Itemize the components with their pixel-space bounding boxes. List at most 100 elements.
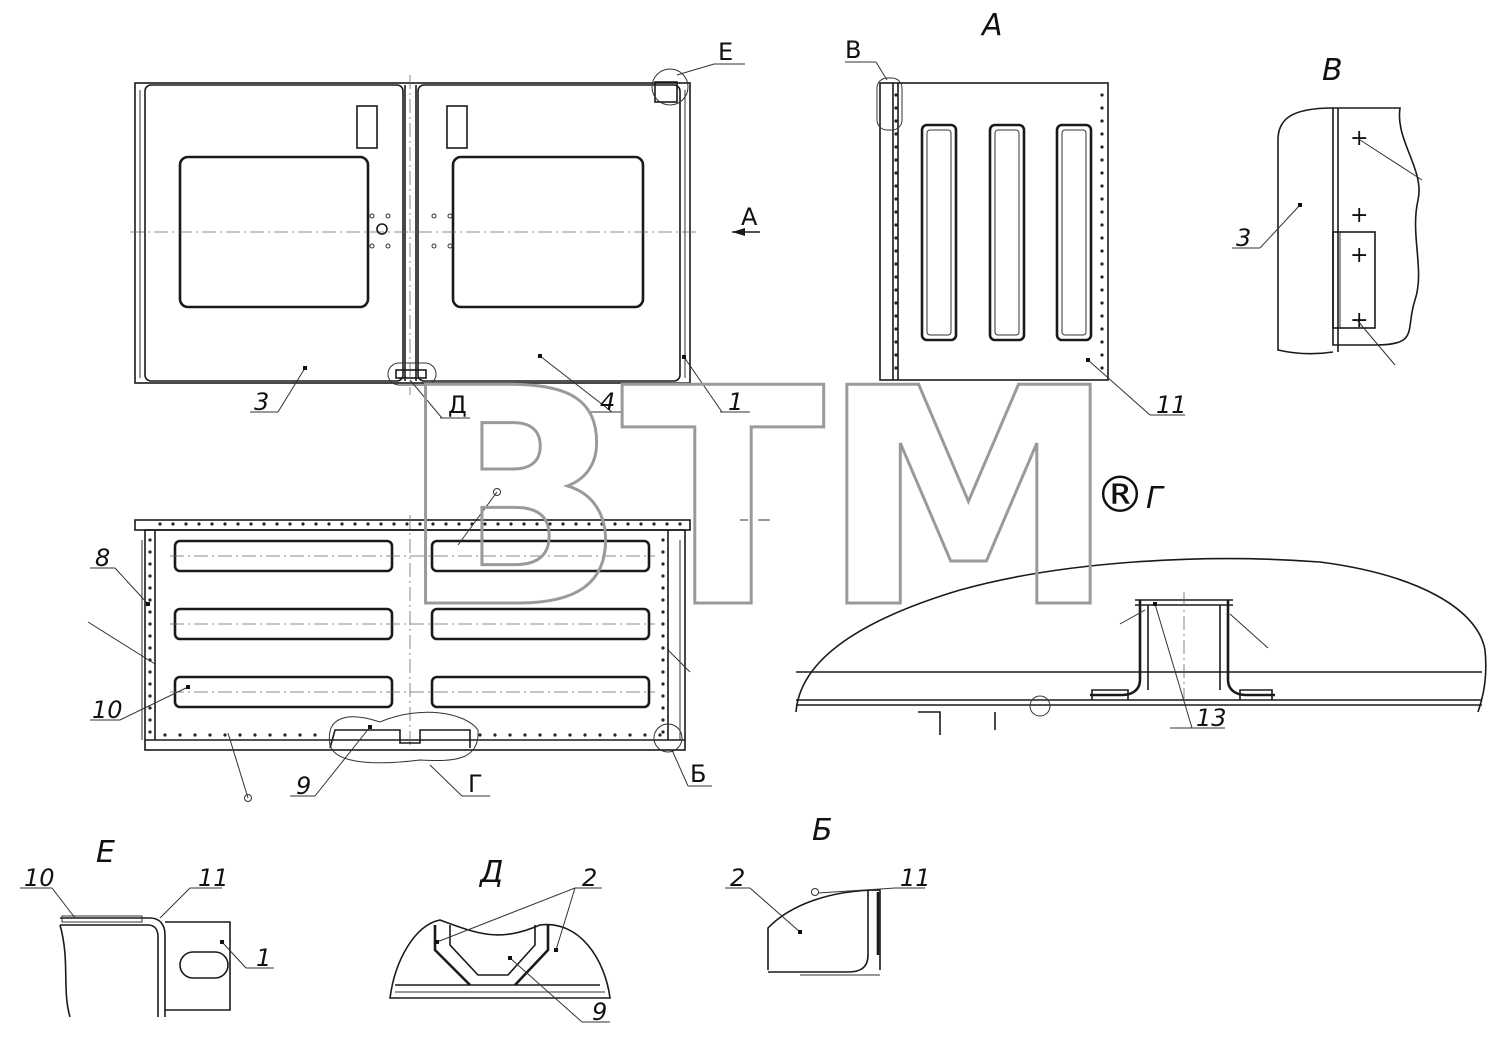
rivet-dot [444,522,448,526]
rivet-dot [1100,119,1104,123]
rivet-dot [894,145,898,149]
rivet-dot [894,197,898,201]
rivet-dot [148,574,152,578]
rivet-dot [523,733,527,737]
svg-text:+: + [1350,126,1368,151]
rivet-dot [249,522,253,526]
rivet-dot [1100,327,1104,331]
svg-text:+: + [1350,308,1368,333]
view-title-v: В [1322,53,1343,88]
rivet-dot [894,353,898,357]
rivet-dot [661,646,665,650]
rivet-dot [238,733,242,737]
rivet-dot [148,634,152,638]
rivet-dot [628,733,632,737]
rivet-dot [661,670,665,674]
rivet-dot [148,718,152,722]
rivet-dot [894,106,898,110]
rivet-dot [661,598,665,602]
rivet-dot [1100,275,1104,279]
part-10-detail-e: 10 [24,864,55,892]
rivet-dot [894,132,898,136]
rivet-dot [894,210,898,214]
rivet-dot [1100,314,1104,318]
rivet-dot [548,522,552,526]
rivet-dot [148,730,152,734]
rivet-dot [538,733,542,737]
rivet-dot [894,262,898,266]
rivet-dot [661,658,665,662]
rivet-dot [184,522,188,526]
rivet-dot [661,694,665,698]
rivet-dot [626,522,630,526]
watermark-registered-mark: ® [1095,466,1145,524]
rivet-dot [457,522,461,526]
callout-v: В [845,36,861,64]
rivet-dot [894,223,898,227]
part-2-detail-d: 2 [582,864,597,892]
rivet-dot [661,538,665,542]
rivet-dot [163,733,167,737]
rivet-dot [223,522,227,526]
rivet-dot [661,718,665,722]
rivet-dot [148,682,152,686]
rivet-dot [340,522,344,526]
rivet-dot [509,522,513,526]
rivet-dot [493,733,497,737]
rivet-dot [561,522,565,526]
rivet-dot [643,733,647,737]
rivet-dot [496,522,500,526]
rivet-dot [522,522,526,526]
view-title-g: Г [1146,481,1165,516]
rivet-dot [553,733,557,737]
part-4: 4 [600,388,615,416]
rivet-dot [894,171,898,175]
rivet-dot [661,634,665,638]
rivet-dot [661,550,665,554]
rivet-dot [148,562,152,566]
rivet-dot [1100,301,1104,305]
rivet-dot [405,522,409,526]
rivet-dot [661,610,665,614]
rivet-dot [210,522,214,526]
svg-text:+: + [1350,243,1368,268]
rivet-dot [1100,262,1104,266]
rivet-dot [1100,249,1104,253]
rivet-dot [600,522,604,526]
rivet-dot [894,327,898,331]
view-title-e: Е [96,835,115,870]
rivet-dot [598,733,602,737]
rivet-dot [178,733,182,737]
part-3-detail-v: 3 [1236,224,1251,252]
detail-view-e [59,915,231,1018]
rivet-dot [661,682,665,686]
view-title-d: Д [478,855,503,890]
btm-watermark: BTM ® [397,324,1146,676]
svg-text:+: + [1350,203,1368,228]
part-9-detail-d: 9 [592,998,607,1026]
rivet-dot [1100,158,1104,162]
rivet-dot [894,275,898,279]
detail-view-b [767,889,881,976]
part-11-detail-b: 11 [900,864,931,892]
rivet-dot [1100,223,1104,227]
view-title-a: А [980,8,1003,43]
rivet-dot [353,522,357,526]
rivet-dot [148,706,152,710]
rivet-dot [483,522,487,526]
rivet-dot [327,522,331,526]
rivet-dot [658,733,662,737]
rivet-dot [894,158,898,162]
callout-b: Б [690,760,706,788]
arrow-a-label: А [741,203,758,231]
callout-e: Е [718,38,733,66]
part-1-front: 1 [728,388,743,416]
part-13: 13 [1196,704,1227,732]
rivet-dot [652,522,656,526]
rivet-dot [1100,106,1104,110]
rivet-dot [894,184,898,188]
part-11-detail-e: 11 [198,864,229,892]
part-11-side: 11 [1156,391,1187,419]
rivet-dot [418,522,422,526]
